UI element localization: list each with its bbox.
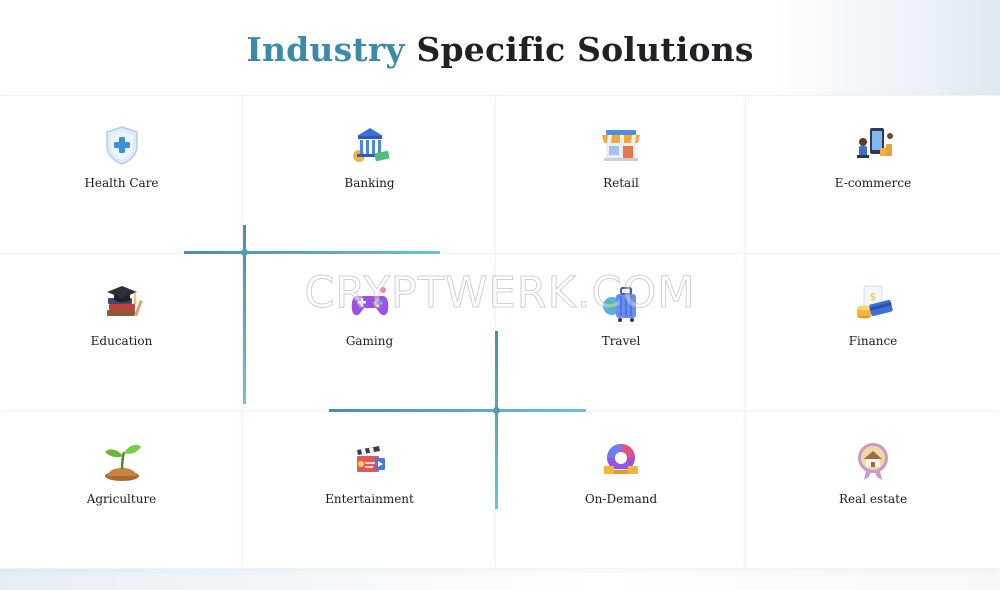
industry-card-e-commerce[interactable]: E-commerce bbox=[746, 96, 1000, 254]
industry-label: Health Care bbox=[84, 176, 159, 190]
decorative-line bbox=[184, 251, 440, 254]
decorative-dot bbox=[241, 249, 248, 256]
industry-label: Travel bbox=[601, 334, 641, 348]
industry-card-education[interactable]: Education bbox=[0, 254, 243, 412]
corner-glow bbox=[770, 0, 1000, 100]
industry-card-agriculture[interactable]: Agriculture bbox=[0, 412, 243, 568]
decorative-line bbox=[243, 225, 246, 404]
decorative-line bbox=[329, 409, 586, 412]
industry-label: Banking bbox=[344, 176, 395, 190]
clapperboard-icon bbox=[356, 446, 385, 472]
decorative-line bbox=[495, 331, 498, 509]
svg-text:$: $ bbox=[870, 292, 876, 303]
suitcase-globe-icon bbox=[603, 287, 636, 322]
industry-card-travel[interactable]: Travel bbox=[496, 254, 746, 412]
industry-label: Finance bbox=[848, 334, 898, 348]
industry-grid: Health Care Banking Retail bbox=[0, 96, 1000, 568]
industry-card-health-care[interactable]: Health Care bbox=[0, 96, 243, 254]
bank-icon bbox=[352, 128, 389, 162]
industry-card-on-demand[interactable]: On-Demand bbox=[496, 412, 746, 568]
page-title: Industry Specific Solutions bbox=[0, 30, 1000, 69]
industry-card-gaming[interactable]: Gaming bbox=[243, 254, 496, 412]
graduation-cap-books-icon bbox=[106, 286, 143, 317]
industry-label: Gaming bbox=[345, 334, 394, 348]
industry-label: Retail bbox=[603, 176, 639, 190]
industry-card-banking[interactable]: Banking bbox=[243, 96, 496, 254]
industry-label: Agriculture bbox=[86, 492, 157, 506]
delivery-icon bbox=[604, 444, 638, 474]
industry-label: E-commerce bbox=[834, 176, 912, 190]
sprout-icon bbox=[104, 444, 141, 481]
cards-coins-icon: $ bbox=[857, 285, 893, 319]
bottom-glow bbox=[0, 568, 1000, 590]
title-accent: Industry bbox=[246, 30, 405, 69]
industry-card-retail[interactable]: Retail bbox=[496, 96, 746, 254]
title-rest: Specific Solutions bbox=[416, 30, 754, 69]
decorative-dot bbox=[493, 407, 500, 414]
shopping-phone-icon bbox=[857, 128, 893, 158]
industry-label: Entertainment bbox=[325, 492, 414, 506]
industry-card-entertainment[interactable]: Entertainment bbox=[243, 412, 496, 568]
industry-card-finance[interactable]: $ Finance bbox=[746, 254, 1000, 412]
house-badge-icon bbox=[858, 443, 888, 480]
gamepad-icon bbox=[351, 287, 388, 316]
industry-card-real-estate[interactable]: Real estate bbox=[746, 412, 1000, 568]
shield-cross-icon bbox=[105, 126, 138, 165]
industry-label: Education bbox=[90, 334, 153, 348]
storefront-icon bbox=[602, 130, 640, 161]
industry-label: On-Demand bbox=[584, 492, 658, 506]
industry-label: Real estate bbox=[838, 492, 908, 506]
